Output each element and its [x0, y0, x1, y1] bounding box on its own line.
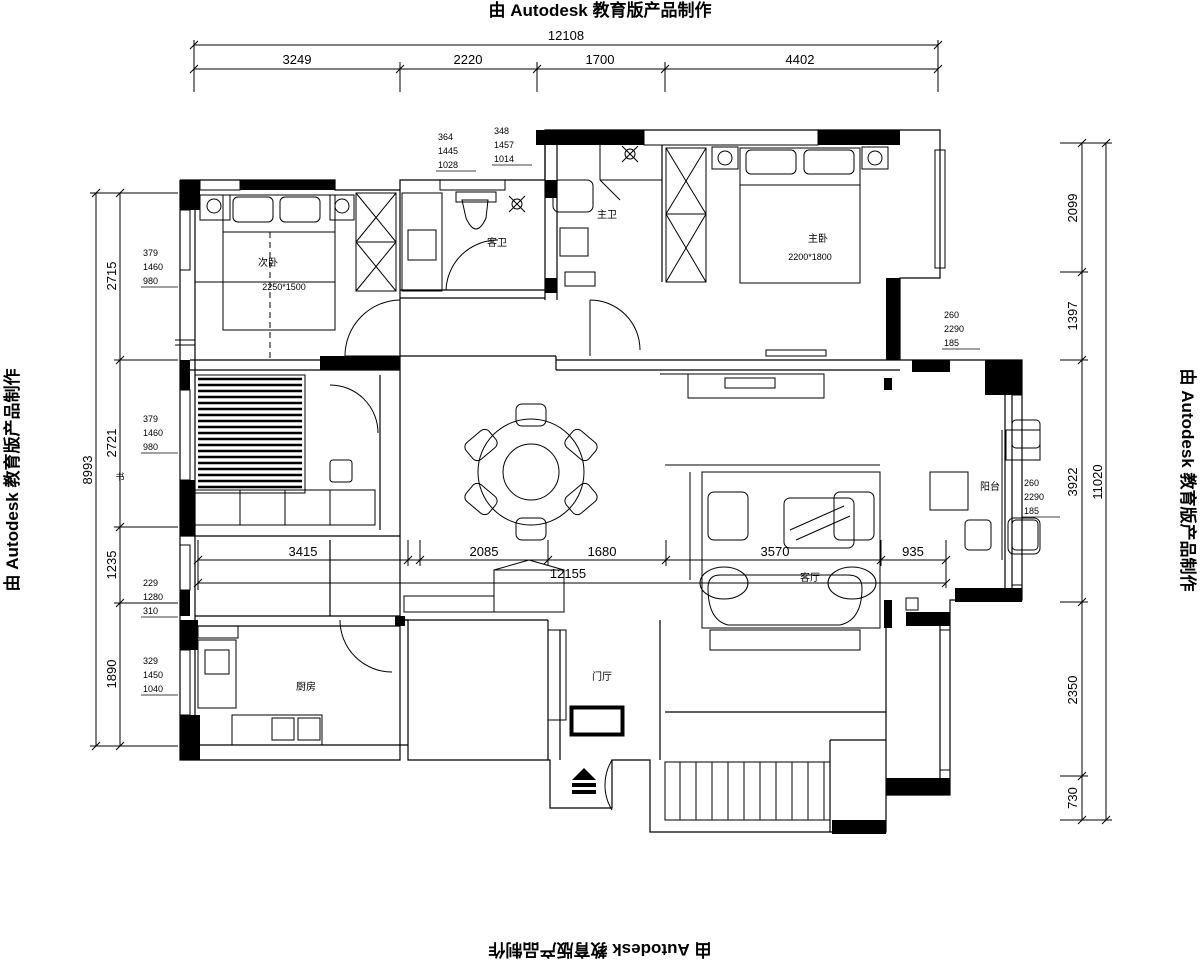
- study-stripes: [198, 377, 302, 489]
- foyer: [403, 559, 625, 811]
- window-note-6: 329 1450 1040: [141, 656, 178, 696]
- dim-top-1: 3249: [283, 52, 312, 67]
- svg-text:1280: 1280: [143, 592, 163, 602]
- window-note-1: 364 1445 1028: [436, 132, 476, 172]
- dim-left-3: 1235: [104, 551, 119, 580]
- dim-right-4: 2350: [1065, 676, 1080, 705]
- label-balcony: 阳台: [980, 480, 1000, 493]
- dim-top-2: 2220: [454, 52, 483, 67]
- window-note-8: 260 2290 185: [1022, 478, 1060, 518]
- dining-table: [464, 403, 598, 541]
- label-living-room: 客厅: [800, 571, 820, 584]
- dim-left-1: 2715: [104, 262, 119, 291]
- svg-text:185: 185: [944, 338, 959, 348]
- dim-bottom-2: 2085: [470, 544, 499, 559]
- label-second-bedroom-bed: 2250*1500: [262, 282, 306, 292]
- dim-left-2: 2721: [104, 429, 119, 458]
- dim-bottom-1: 3415: [289, 544, 318, 559]
- dim-bottom-5: 935: [902, 544, 924, 559]
- svg-text:1460: 1460: [143, 262, 163, 272]
- walls: [179, 129, 1023, 833]
- svg-text:1028: 1028: [438, 160, 458, 170]
- svg-text:1450: 1450: [143, 670, 163, 680]
- guest-bath: [401, 191, 526, 292]
- master-bedroom: [665, 146, 889, 357]
- dim-top-4: 4402: [786, 52, 815, 67]
- watermark-left: 由 Autodesk 教育版产品制作: [2, 369, 22, 592]
- label-master-bed: 2200*1800: [788, 252, 832, 262]
- dim-top-3: 1700: [586, 52, 615, 67]
- window-note-5: 229 1280 310: [141, 578, 178, 618]
- svg-text:348: 348: [494, 126, 509, 136]
- svg-text:185: 185: [1024, 506, 1039, 516]
- svg-text:1457: 1457: [494, 140, 514, 150]
- left-dimension-chain: [90, 188, 178, 751]
- svg-text:379: 379: [143, 248, 158, 258]
- top-dimension-chain: [189, 40, 943, 92]
- watermark-right: 由 Autodesk 教育版产品制作: [1178, 369, 1198, 592]
- dim-right-1: 2099: [1065, 194, 1080, 223]
- svg-text:980: 980: [143, 276, 158, 286]
- dim-bottom-4: 3570: [761, 544, 790, 559]
- window-note-7: 260 2290 185: [942, 310, 980, 350]
- dim-right-3: 3922: [1065, 468, 1080, 497]
- svg-text:1040: 1040: [143, 684, 163, 694]
- dim-left-total: 8993: [80, 456, 95, 485]
- svg-text:2290: 2290: [944, 324, 964, 334]
- dim-bottom-3: 1680: [588, 544, 617, 559]
- study-room: [194, 374, 379, 526]
- label-second-bedroom: 次卧: [258, 256, 278, 269]
- window-note-4: 379 1460 980: [141, 414, 178, 454]
- dim-right-2: 1397: [1065, 302, 1080, 331]
- bottom-dimension-chain: [197, 540, 947, 590]
- dim-right-5: 730: [1065, 787, 1080, 809]
- bottom-dimension-ticks: [193, 555, 951, 588]
- label-study-mark: 书: [115, 472, 124, 482]
- svg-text:260: 260: [1024, 478, 1039, 488]
- label-master-bedroom: 主卧: [808, 232, 828, 245]
- label-guest-bath: 客卫: [487, 236, 507, 249]
- kitchen: [197, 619, 393, 746]
- svg-text:1460: 1460: [143, 428, 163, 438]
- entry-arrow-icon: [572, 768, 596, 794]
- svg-text:229: 229: [143, 578, 158, 588]
- svg-text:364: 364: [438, 132, 453, 142]
- windows: [175, 129, 1023, 771]
- right-dimension-chain: [1060, 138, 1112, 825]
- dim-bottom-total: 12155: [550, 566, 586, 581]
- svg-text:980: 980: [143, 442, 158, 452]
- svg-text:2290: 2290: [1024, 492, 1044, 502]
- second-bedroom: [195, 192, 401, 360]
- svg-text:1445: 1445: [438, 146, 458, 156]
- window-note-2: 348 1457 1014: [492, 126, 532, 166]
- label-kitchen: 厨房: [296, 680, 316, 693]
- svg-text:329: 329: [143, 656, 158, 666]
- label-foyer: 门厅: [592, 670, 612, 683]
- label-master-bath: 主卫: [597, 209, 617, 221]
- dim-left-4: 1890: [104, 660, 119, 689]
- window-note-3: 379 1460 980: [141, 248, 178, 288]
- wall-columns: [180, 130, 1022, 834]
- dim-top-total: 12108: [548, 28, 584, 43]
- living-room: [660, 373, 881, 651]
- svg-text:260: 260: [944, 310, 959, 320]
- balcony: [905, 419, 1041, 611]
- master-bath: [552, 145, 662, 356]
- svg-text:310: 310: [143, 606, 158, 616]
- staircase: [664, 761, 831, 821]
- svg-text:379: 379: [143, 414, 158, 424]
- dim-right-total: 11020: [1090, 464, 1105, 499]
- watermark-bottom: 由 Autodesk 教育版产品制作: [489, 940, 712, 960]
- watermark-top: 由 Autodesk 教育版产品制作: [489, 0, 712, 20]
- svg-text:1014: 1014: [494, 154, 514, 164]
